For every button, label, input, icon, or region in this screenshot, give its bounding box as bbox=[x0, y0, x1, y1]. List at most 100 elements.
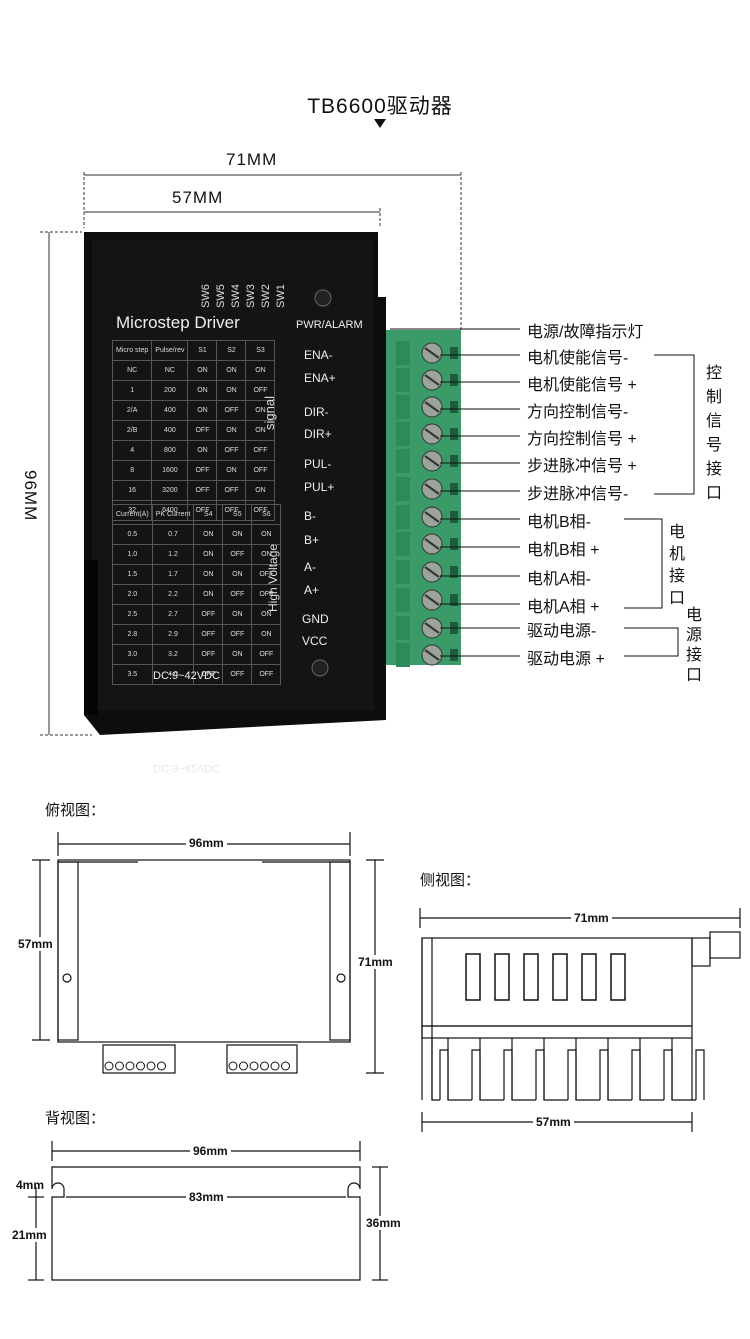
table-cell: 2.0 bbox=[112, 584, 153, 605]
table-cell: ON bbox=[251, 604, 282, 625]
connector-pin bbox=[115, 1061, 124, 1071]
table-cell: OFF bbox=[187, 460, 218, 481]
callout-label: 驱动电源- bbox=[527, 623, 597, 640]
heatsink-fin bbox=[479, 1038, 504, 1101]
table-cell: 1.0 bbox=[112, 544, 153, 565]
terminal-label: A+ bbox=[304, 583, 320, 597]
heatsink-fin bbox=[639, 1038, 664, 1101]
vent-slot bbox=[523, 953, 539, 1001]
table-cell: 2/A bbox=[111, 400, 153, 421]
table-cell: 400 bbox=[151, 420, 189, 441]
table-cell: 1 bbox=[111, 380, 153, 401]
table-cell: OFF bbox=[222, 584, 253, 605]
table-cell: ON bbox=[216, 420, 247, 441]
heatsink-fin bbox=[447, 1038, 472, 1101]
back-dim-21: 21mm bbox=[12, 1228, 47, 1242]
table-header-cell: S6 bbox=[251, 504, 282, 525]
connector-pin bbox=[249, 1061, 259, 1071]
connector-pin bbox=[157, 1061, 166, 1071]
table-cell: 3200 bbox=[151, 480, 189, 501]
table-cell: 4 bbox=[111, 440, 153, 461]
back-dim-36: 36mm bbox=[366, 1216, 401, 1230]
table-cell: 1.5 bbox=[112, 564, 153, 585]
callout-label: 驱动电源 + bbox=[527, 651, 605, 668]
table-cell: 200 bbox=[151, 380, 189, 401]
terminal-label: ENA- bbox=[304, 348, 333, 362]
callout-label: 方向控制信号 + bbox=[527, 431, 637, 448]
table-cell: ON bbox=[216, 380, 247, 401]
table-cell: OFF bbox=[222, 624, 253, 645]
connector-pin bbox=[270, 1061, 280, 1071]
table-cell: 1.7 bbox=[151, 564, 195, 585]
switch-label: SW5 bbox=[215, 284, 227, 308]
terminal-label: PUL+ bbox=[304, 480, 335, 494]
table-cell: ON bbox=[193, 544, 224, 565]
driver-name: Microstep Driver bbox=[116, 313, 240, 332]
side-dim-71: 71mm bbox=[571, 911, 612, 925]
heatsink-fin bbox=[431, 1038, 440, 1101]
table-cell: OFF bbox=[187, 420, 218, 441]
high-voltage-label: High Voltage bbox=[266, 543, 280, 612]
terminal-label: DIR+ bbox=[304, 427, 332, 441]
connector-pin bbox=[136, 1061, 145, 1071]
terminal-label: VCC bbox=[302, 634, 328, 648]
page-title: TB6600驱动器 bbox=[307, 95, 453, 118]
top-view-title: 俯视图： bbox=[45, 802, 106, 819]
table-cell: 400 bbox=[151, 400, 189, 421]
callout-label: 电机B相- bbox=[527, 514, 592, 531]
table-cell: 3.2 bbox=[151, 644, 195, 665]
callout-label: 电机A相- bbox=[527, 571, 592, 588]
table-cell: 2/B bbox=[111, 420, 153, 441]
table-cell: ON bbox=[222, 644, 253, 665]
switch-label: SW6 bbox=[200, 284, 212, 308]
connector-pin bbox=[125, 1061, 135, 1071]
terminal-label: B+ bbox=[304, 533, 320, 547]
terminal-label: PUL- bbox=[304, 457, 332, 471]
table-cell: 16 bbox=[111, 480, 153, 501]
switch-label: SW2 bbox=[260, 284, 272, 308]
connector-pin bbox=[146, 1061, 156, 1071]
back-dim-96: 96mm bbox=[190, 1144, 231, 1158]
table-cell: 2.2 bbox=[151, 584, 195, 605]
table-cell: OFF bbox=[245, 440, 276, 461]
heatsink-fin bbox=[607, 1038, 632, 1101]
side-view-title: 侧视图： bbox=[420, 872, 481, 889]
terminal-label: ENA+ bbox=[304, 371, 336, 385]
table-cell: 0.7 bbox=[151, 524, 195, 545]
callout-label: 电机A相 + bbox=[527, 599, 600, 616]
callout-label: 方向控制信号- bbox=[527, 404, 629, 421]
table-cell: NC bbox=[111, 360, 153, 381]
connector-pin bbox=[104, 1061, 114, 1071]
table-cell: 4.0 bbox=[151, 664, 195, 685]
connector-pin bbox=[260, 1061, 269, 1071]
table-cell: 3.0 bbox=[112, 644, 153, 665]
table-header-cell: S3 bbox=[245, 340, 276, 361]
terminal-label: A- bbox=[304, 560, 316, 574]
table-cell: OFF bbox=[193, 664, 224, 685]
table-cell: ON bbox=[193, 584, 224, 605]
terminal-label: GND bbox=[302, 612, 329, 626]
terminal-screws bbox=[396, 341, 458, 667]
callout-label: 步进脉冲信号 + bbox=[527, 458, 637, 475]
table-cell: ON bbox=[251, 624, 282, 645]
switch-label: SW4 bbox=[230, 284, 242, 308]
vent-slot bbox=[610, 953, 626, 1001]
callout-label: 电机使能信号- bbox=[527, 350, 629, 367]
back-view-title: 背视图： bbox=[45, 1110, 106, 1127]
dim-71mm: 71MM bbox=[226, 150, 278, 169]
table-cell: ON bbox=[251, 524, 282, 545]
table-cell: ON bbox=[193, 524, 224, 545]
vent-slot bbox=[465, 953, 481, 1001]
table-cell: 3.5 bbox=[112, 664, 153, 685]
back-dim-83: 83mm bbox=[186, 1190, 227, 1204]
back-view-drawing bbox=[28, 1141, 388, 1281]
